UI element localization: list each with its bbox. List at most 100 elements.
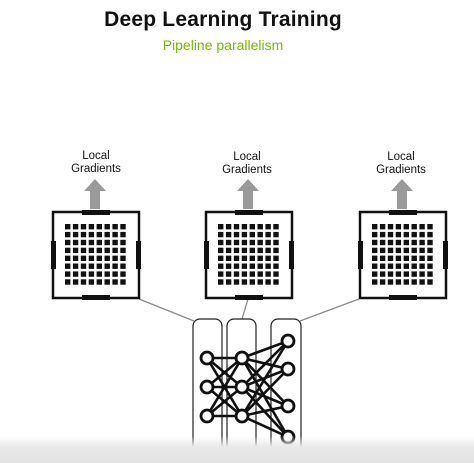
- network-node: [280, 398, 296, 414]
- gpu-core: [80, 231, 87, 238]
- gpu-core: [225, 255, 232, 261]
- gpu-core: [233, 224, 240, 230]
- gpu-core: [411, 224, 417, 230]
- gpu-core: [88, 224, 95, 230]
- gpu-core: [372, 271, 378, 277]
- gpu-chip: [51, 210, 141, 300]
- gpu-core: [233, 279, 240, 285]
- network-node: [199, 408, 215, 424]
- network-node: [280, 361, 296, 377]
- gpu-core: [241, 263, 248, 269]
- gpu-core: [241, 231, 248, 238]
- gpu-core: [96, 279, 102, 285]
- gradient-label-line2: Gradients: [71, 162, 121, 175]
- gpu-core: [120, 263, 126, 269]
- gpu-core: [387, 231, 394, 238]
- gpu-stage-connectors: [138, 298, 360, 322]
- gpu-core: [427, 255, 433, 261]
- gradient-label-3: Local Gradients: [356, 151, 446, 176]
- gpu-core: [72, 231, 79, 238]
- gpu-chip-right-bar: [289, 241, 294, 269]
- gpu-core: [218, 263, 224, 269]
- gpu-core: [273, 247, 279, 254]
- gpu-core: [80, 255, 87, 261]
- gpu-core: [265, 271, 271, 277]
- gpu-core: [65, 247, 71, 254]
- gpu-core: [387, 279, 394, 285]
- gpu-core: [80, 239, 87, 246]
- network-node: [234, 379, 250, 395]
- gpu-core: [120, 224, 126, 230]
- gpu-core: [395, 247, 402, 254]
- network-edge: [241, 385, 289, 408]
- gpu-core: [427, 231, 433, 238]
- gpu-core: [395, 239, 402, 246]
- gpu-core: [225, 279, 232, 285]
- network-edge: [206, 356, 243, 389]
- gpu-stage-connector-line: [299, 298, 360, 322]
- gpu-core: [80, 247, 87, 254]
- gpu-core: [65, 263, 71, 269]
- gpu-core: [265, 255, 271, 261]
- neural-network: [199, 333, 296, 445]
- gpu-core: [65, 255, 71, 261]
- gpu-core: [88, 239, 95, 246]
- gpu-core: [372, 247, 378, 254]
- gpu-core: [403, 247, 409, 254]
- gpu-core: [80, 263, 87, 269]
- gpu-core: [104, 224, 110, 230]
- gpu-core: [88, 279, 95, 285]
- gpu-core: [112, 224, 118, 230]
- gpu-core: [241, 247, 248, 254]
- gpu-core: [411, 279, 417, 285]
- gpu-core: [372, 239, 378, 246]
- gpu-core: [80, 279, 87, 285]
- gpu-core: [249, 263, 255, 269]
- gpu-core: [379, 239, 386, 246]
- gpu-core: [411, 247, 417, 254]
- gpu-core: [372, 255, 378, 261]
- gpu-core: [273, 239, 279, 246]
- gpu-core: [104, 239, 110, 246]
- gpu-core: [72, 271, 79, 277]
- gpu-core: [273, 224, 279, 230]
- gpu-stage-connector-line: [138, 298, 195, 322]
- gpu-core: [96, 263, 102, 269]
- gpu-core: [403, 239, 409, 246]
- gradient-arrows: [84, 179, 413, 209]
- gpu-core: [411, 239, 417, 246]
- gpu-core: [372, 224, 378, 230]
- gpu-core: [96, 247, 102, 254]
- gpu-core: [379, 231, 386, 238]
- gpu-core: [403, 271, 409, 277]
- gpu-core: [120, 231, 126, 238]
- gpu-core: [395, 255, 402, 261]
- gpu-core: [249, 224, 255, 230]
- gpu-core: [112, 255, 118, 261]
- gpu-core: [218, 239, 224, 246]
- gpu-core: [411, 231, 417, 238]
- gpu-core: [395, 231, 402, 238]
- gpu-core: [419, 247, 425, 254]
- gpu-core: [65, 271, 71, 277]
- gpu-core: [225, 247, 232, 254]
- gpu-core: [88, 231, 95, 238]
- gpu-core: [225, 224, 232, 230]
- gpu-core: [112, 271, 118, 277]
- gpu-core: [419, 239, 425, 246]
- gpu-core: [379, 279, 386, 285]
- gradient-label-line1: Local: [233, 151, 261, 163]
- gpu-core: [72, 239, 79, 246]
- gpu-chip-left-bar: [51, 241, 56, 269]
- network-edge: [205, 357, 244, 417]
- gpu-core: [241, 255, 248, 261]
- gpu-core: [249, 271, 255, 277]
- gpu-core: [257, 247, 263, 254]
- gpu-core: [88, 247, 95, 254]
- network-edge: [241, 414, 289, 439]
- gpu-core: [403, 279, 409, 285]
- network-node: [199, 350, 215, 366]
- gpu-chips: [51, 210, 448, 300]
- up-arrow-icon: [237, 179, 259, 209]
